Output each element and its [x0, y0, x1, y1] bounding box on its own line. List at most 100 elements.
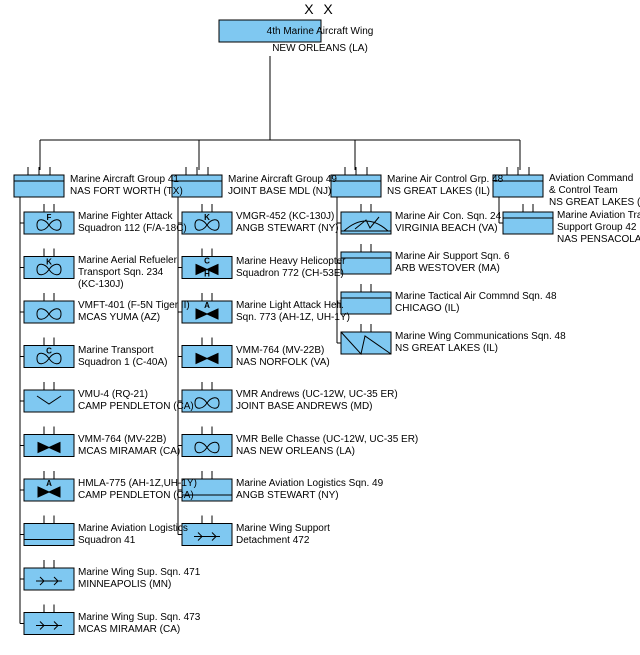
unit-label-line: Marine Tactical Air Commnd Sqn. 48	[395, 291, 557, 302]
symbol-modifier-letter: A	[46, 479, 52, 488]
group-label-line: Marine Aircraft Group 41	[70, 174, 179, 185]
unit-label-line: NAS PENSACOLA (FL)	[557, 234, 640, 245]
symbol-modifier-letter: F	[47, 213, 52, 222]
unit-label-line: Marine Air Support Sqn. 6	[395, 251, 510, 262]
rotary-wing-icon	[195, 263, 219, 276]
unit-frame	[181, 523, 233, 546]
unit-label-line: JOINT BASE ANDREWS (MD)	[236, 401, 373, 412]
unit-symbol	[181, 337, 233, 368]
unit-label-line: Sqn. 773 (AH-1Z, UH-1Y)	[236, 312, 350, 323]
unit-frame	[23, 434, 75, 457]
unit-frame	[23, 345, 75, 368]
unit-symbol: K	[181, 204, 233, 235]
unit-symbol	[181, 382, 233, 413]
unit-frame	[502, 211, 554, 235]
unit-frame	[181, 345, 233, 368]
unit-label-line: Squadron 112 (F/A-18C)	[78, 223, 187, 234]
fixed-wing-icon	[36, 219, 62, 231]
fixed-wing-icon	[194, 397, 220, 409]
unit-frame	[23, 211, 75, 235]
wing-support-icon	[36, 576, 62, 586]
unit-label-line: Marine Wing Sup. Sqn. 471	[78, 567, 201, 578]
unit-label-line: VMR Belle Chasse (UC-12W, UC-35 ER)	[236, 433, 419, 445]
unit-label-line: MCAS MIRAMAR (CA)	[78, 445, 181, 457]
unit-label-line: CHICAGO (IL)	[395, 303, 460, 314]
unit-frame	[340, 251, 392, 275]
unit-frame	[181, 300, 233, 324]
unit-label-line: VMR Andrews (UC-12W, UC-35 ER)	[236, 389, 398, 400]
unit-frame	[23, 612, 75, 635]
unit-symbol	[340, 324, 392, 356]
symbol-modifier-letter: A	[204, 301, 210, 310]
wing-support-icon	[194, 532, 220, 541]
unit-label-line: Marine Aviation Logistics	[78, 522, 188, 534]
unit-label-line: Marine Aviation Training	[557, 210, 640, 221]
unit-symbol	[23, 426, 75, 457]
group-label-line: NS GREAT LAKES (IL)	[387, 186, 490, 197]
hq-location: NEW ORLEANS (LA)	[272, 43, 368, 54]
unit-symbol	[181, 471, 233, 502]
unit-label-line: Support Group 42	[557, 222, 637, 233]
unit-frame	[23, 478, 75, 502]
unit-label-line: Marine Light Attack Heli.	[236, 300, 344, 311]
unit-symbol	[181, 426, 233, 457]
unit-label-line: ARB WESTOVER (MA)	[395, 263, 500, 274]
unit-symbol: F	[23, 204, 75, 235]
unit-label-line: NS GREAT LAKES (IL)	[395, 343, 498, 354]
fixed-wing-icon	[36, 352, 62, 365]
unit-label-line: Squadron 772 (CH-53E)	[236, 267, 344, 279]
symbol-modifier-letter: H	[204, 270, 210, 279]
unit-label-line: VMFT-401 (F-5N Tiger II)	[78, 300, 190, 311]
unit-label-line: Transport Sqn. 234	[78, 266, 164, 278]
unit-label-line: CAMP PENDLETON (CA)	[78, 490, 194, 501]
unit-label-line: ANGB STEWART (NY)	[236, 223, 339, 234]
unit-frame	[181, 434, 233, 457]
unit-label-line: ANGB STEWART (NY)	[236, 490, 339, 501]
group-unit-0	[13, 167, 65, 198]
symbol-modifier-letter: K	[46, 258, 52, 267]
signal-icon	[340, 331, 392, 356]
hq-name: 4th Marine Aircraft Wing	[266, 26, 374, 37]
hq-echelon-marker: X X	[304, 1, 336, 17]
unit-symbol: CH	[181, 248, 233, 279]
air-control-icon	[343, 216, 389, 232]
unit-frame	[181, 256, 233, 279]
unit-label-line: MCAS YUMA (AZ)	[78, 312, 161, 323]
unit-frame	[181, 211, 233, 235]
unit-label-line: Marine Heavy Helicopter	[236, 255, 346, 267]
unit-label-line: Squadron 41	[78, 534, 136, 546]
unit-label-line: Marine Wing Sup. Sqn. 473	[78, 611, 201, 623]
wing-support-icon	[36, 621, 62, 630]
group-label-line: Marine Aircraft Group 49	[228, 174, 337, 185]
symbol-modifier-letter: C	[204, 257, 210, 266]
tiltrotor-icon	[37, 441, 61, 454]
unit-symbol	[181, 515, 233, 546]
uav-icon	[36, 395, 62, 405]
unit-label-line: VMGR-452 (KC-130J)	[236, 211, 335, 222]
hq-box	[218, 19, 322, 43]
symbol-modifier-letter: K	[204, 213, 210, 222]
group-label-line: Marine Air Control Grp. 48	[387, 174, 504, 185]
unit-label-line: VMM-764 (MV-22B)	[236, 344, 325, 356]
unit-label-line: VMM-764 (MV-22B)	[78, 433, 167, 445]
fixed-wing-icon	[194, 441, 220, 454]
unit-symbol	[23, 560, 75, 591]
group-label-line: NAS FORT WORTH (TX)	[70, 186, 183, 197]
unit-symbol: C	[23, 337, 75, 368]
fixed-wing-icon	[36, 263, 62, 276]
unit-label-line: Marine Aerial Refueler	[78, 254, 177, 266]
tiltrotor-icon	[195, 352, 219, 365]
unit-label-line: NAS NEW ORLEANS (LA)	[236, 445, 355, 457]
unit-label-line: Marine Air Con. Sqn. 24	[395, 211, 502, 222]
unit-label-line: CAMP PENDLETON (CA)	[78, 401, 194, 412]
unit-symbol	[23, 515, 75, 546]
unit-label-line: VMU-4 (RQ-21)	[78, 389, 149, 400]
unit-label-line: (KC-130J)	[78, 278, 124, 290]
unit-frame	[340, 331, 392, 355]
unit-label-line: MINNEAPOLIS (MN)	[78, 579, 172, 590]
fixed-wing-icon	[36, 308, 62, 320]
unit-frame	[340, 291, 392, 315]
group-label-line: Aviation Command	[549, 173, 634, 184]
